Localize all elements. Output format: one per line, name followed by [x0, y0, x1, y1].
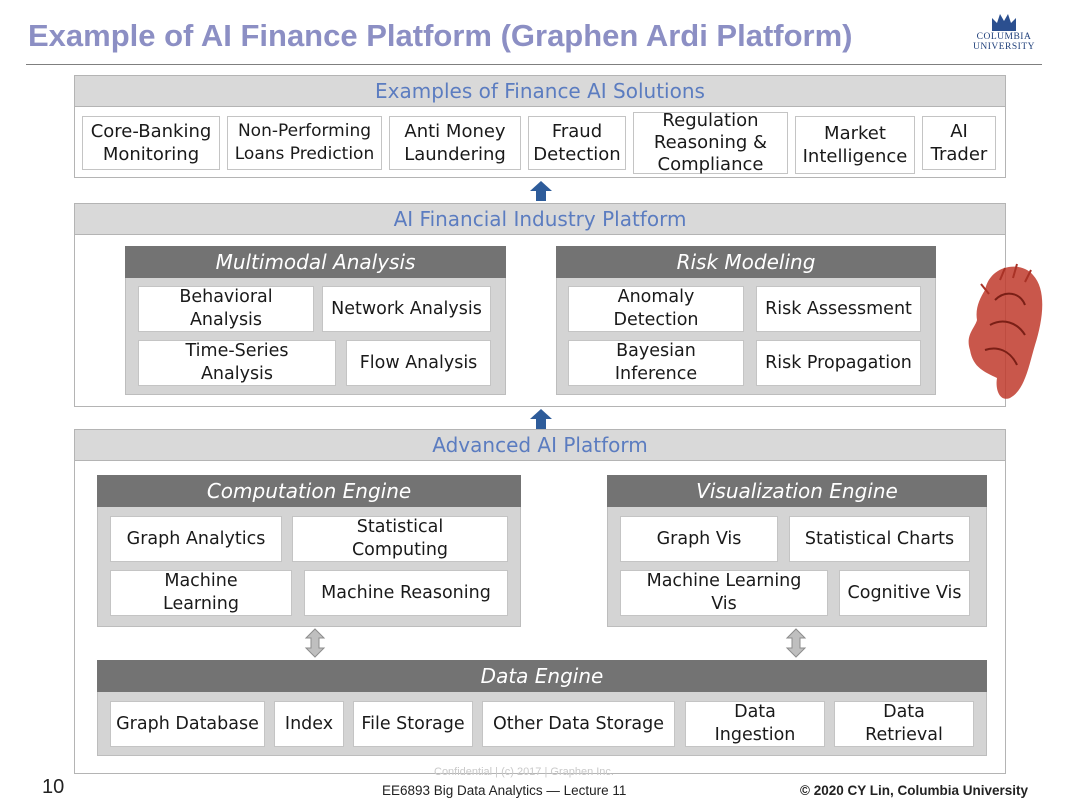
slide-title: Example of AI Finance Platform (Graphen … [28, 18, 853, 53]
updown-arrow-icon [304, 628, 326, 658]
logo-line-1: COLUMBIA [976, 32, 1032, 42]
risk-propagation: Risk Propagation [756, 340, 921, 386]
solution-market-intelligence: Market Intelligence [795, 116, 915, 174]
file-storage: File Storage [353, 701, 473, 747]
statistical-charts: Statistical Charts [789, 516, 970, 562]
risk-assessment: Risk Assessment [756, 286, 921, 332]
machine-learning-vis: Machine Learning Vis [620, 570, 828, 616]
solution-anti-money-laundering: Anti Money Laundering [389, 116, 521, 170]
data-retrieval: Data Retrieval [834, 701, 974, 747]
title-divider [26, 64, 1042, 65]
copyright-footer: © 2020 CY Lin, Columbia University [800, 783, 1029, 798]
flow-analysis: Flow Analysis [346, 340, 491, 386]
anomaly-detection: Anomaly Detection [568, 286, 744, 332]
solution-ai-trader: AI Trader [922, 116, 996, 170]
brain-image [968, 263, 1043, 399]
logo-line-2: UNIVERSITY [973, 42, 1035, 52]
statistical-computing: Statistical Computing [292, 516, 508, 562]
machine-learning: Machine Learning [110, 570, 292, 616]
visualization-engine-header: Visualization Engine [607, 475, 987, 507]
industry-header: AI Financial Industry Platform [74, 203, 1006, 235]
solution-npl-prediction: Non-Performing Loans Prediction [227, 116, 382, 170]
solution-core-banking: Core-Banking Monitoring [82, 116, 220, 170]
risk-modeling-header: Risk Modeling [556, 246, 936, 278]
data-ingestion: Data Ingestion [685, 701, 825, 747]
behavioral-analysis: Behavioral Analysis [138, 286, 314, 332]
data-engine-header: Data Engine [97, 660, 987, 692]
up-arrow-icon [530, 409, 552, 429]
graph-database: Graph Database [110, 701, 265, 747]
advanced-header: Advanced AI Platform [74, 429, 1006, 461]
solutions-header: Examples of Finance AI Solutions [74, 75, 1006, 107]
updown-arrow-icon [785, 628, 807, 658]
crown-icon [992, 14, 1016, 31]
page-number: 10 [42, 776, 65, 798]
up-arrow-icon [530, 181, 552, 201]
bayesian-inference: Bayesian Inference [568, 340, 744, 386]
other-data-storage: Other Data Storage [482, 701, 675, 747]
columbia-logo: COLUMBIA UNIVERSITY [968, 10, 1040, 64]
cognitive-vis: Cognitive Vis [839, 570, 970, 616]
graph-analytics: Graph Analytics [110, 516, 282, 562]
computation-engine-header: Computation Engine [97, 475, 521, 507]
graph-vis: Graph Vis [620, 516, 778, 562]
network-analysis: Network Analysis [322, 286, 491, 332]
confidential-note: Confidential | (c) 2017 | Graphen Inc. [434, 766, 614, 778]
machine-reasoning: Machine Reasoning [304, 570, 508, 616]
multimodal-header: Multimodal Analysis [125, 246, 506, 278]
solution-regulation: Regulation Reasoning & Compliance [633, 110, 788, 175]
solution-fraud-detection: Fraud Detection [528, 116, 626, 170]
time-series-analysis: Time-Series Analysis [138, 340, 336, 386]
index: Index [274, 701, 344, 747]
course-footer: EE6893 Big Data Analytics — Lecture 11 [382, 783, 627, 798]
